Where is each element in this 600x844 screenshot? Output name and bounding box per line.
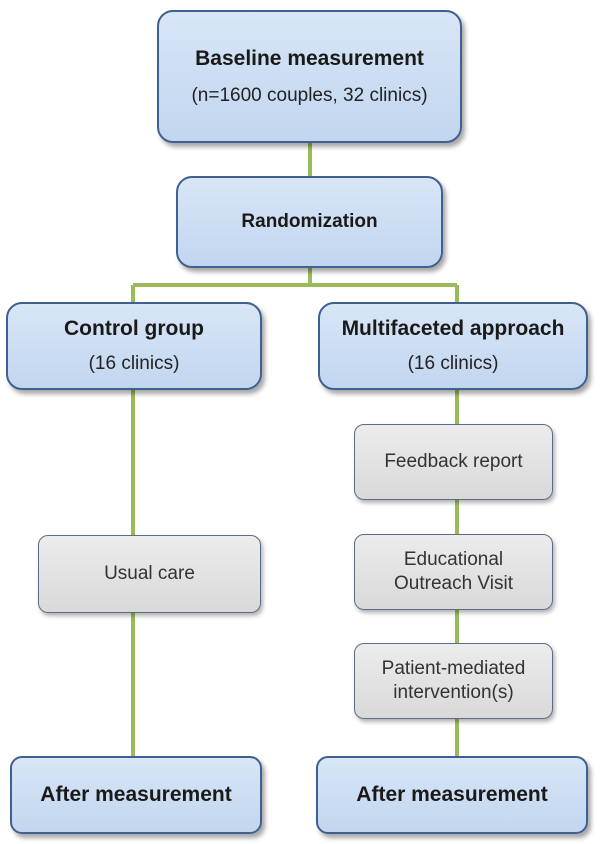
educational-line2: Outreach Visit [394,573,513,594]
randomization-title: Randomization [241,211,378,232]
after-measurement-left-box: After measurement [10,756,262,834]
feedback-report-box: Feedback report [354,424,553,500]
patient-line1: Patient-mediated [381,658,526,680]
baseline-title: Baseline measurement [195,46,424,70]
educational-line1: Educational [403,549,504,571]
multifaceted-approach-box: Multifaceted approach (16 clinics) [318,302,588,390]
control-group-subtitle: (16 clinics) [88,353,180,374]
randomization-box: Randomization [176,176,443,268]
after-measurement-left-title: After measurement [40,783,232,806]
usual-care-box: Usual care [38,535,261,613]
feedback-report-label: Feedback report [384,451,523,472]
control-group-box: Control group (16 clinics) [6,302,262,390]
after-measurement-right-title: After measurement [356,783,548,806]
patient-mediated-box: Patient-mediated intervention(s) [354,643,553,719]
multifaceted-approach-subtitle: (16 clinics) [407,353,499,374]
baseline-measurement-box: Baseline measurement (n=1600 couples, 32… [157,10,462,143]
multifaceted-approach-title: Multifaceted approach [341,317,565,340]
control-group-title: Control group [64,317,204,340]
patient-line2: intervention(s) [393,682,514,703]
usual-care-label: Usual care [104,563,195,584]
baseline-subtitle: (n=1600 couples, 32 clinics) [191,84,428,106]
educational-outreach-box: Educational Outreach Visit [354,534,553,610]
after-measurement-right-box: After measurement [316,756,588,834]
